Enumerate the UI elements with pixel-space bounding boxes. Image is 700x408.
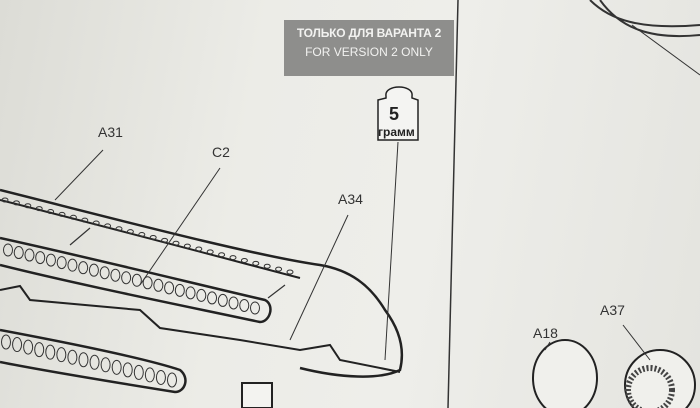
- hole: [229, 255, 237, 261]
- hole: [131, 273, 142, 287]
- part-top-right: [589, 0, 700, 38]
- hole: [88, 263, 99, 277]
- hole: [183, 243, 191, 249]
- weight-unit: грамм: [378, 125, 415, 139]
- hole: [218, 252, 226, 258]
- weight-value: 5: [389, 104, 400, 124]
- hole: [12, 200, 20, 206]
- hole: [67, 258, 78, 272]
- hole: [240, 257, 248, 263]
- hole: [1, 334, 11, 350]
- hole: [56, 347, 67, 363]
- hole: [13, 246, 24, 260]
- hole: [67, 349, 78, 365]
- hole: [161, 237, 169, 243]
- hole: [138, 232, 146, 238]
- hole: [286, 269, 294, 275]
- hole: [185, 286, 196, 300]
- hole: [195, 246, 203, 252]
- part-a18: [532, 339, 598, 408]
- hole: [217, 293, 228, 307]
- hole: [24, 248, 35, 262]
- hole: [144, 367, 155, 383]
- part-a37: [624, 349, 696, 408]
- hole: [172, 240, 180, 246]
- hole: [47, 209, 55, 215]
- label-a31: A31: [98, 124, 123, 140]
- part-c2: [0, 236, 272, 324]
- part-frame: [0, 284, 401, 373]
- hole: [275, 266, 283, 272]
- hole: [1, 197, 9, 203]
- hole: [34, 342, 45, 358]
- hole: [228, 296, 239, 310]
- rail-holes: [1, 197, 294, 275]
- part-a31-rail: [0, 188, 404, 378]
- hole: [45, 253, 56, 267]
- hole: [164, 281, 175, 295]
- hole: [206, 249, 214, 255]
- hole: [110, 268, 121, 282]
- hole: [149, 234, 157, 240]
- version-2-only-banner: ТОЛЬКО ДЛЯ ВАРАНТА 2 FOR VERSION 2 ONLY: [284, 20, 454, 76]
- hole: [3, 243, 13, 257]
- hole: [142, 276, 153, 290]
- part-block: [241, 382, 273, 408]
- hole: [35, 206, 43, 212]
- hole: [100, 357, 111, 373]
- label-c2: C2: [212, 144, 230, 160]
- hole: [250, 301, 260, 315]
- hole: [104, 223, 112, 229]
- hole: [23, 339, 34, 355]
- hole: [252, 260, 260, 266]
- label-a18: A18: [533, 325, 558, 341]
- hole: [153, 278, 164, 292]
- hole: [121, 271, 132, 285]
- hole: [122, 362, 133, 378]
- hole: [174, 283, 185, 297]
- hole: [167, 372, 177, 388]
- hole: [58, 211, 66, 217]
- hole: [126, 229, 134, 235]
- arrow-top-right: [631, 24, 700, 76]
- hole: [196, 288, 207, 302]
- label-a34: A34: [338, 191, 363, 207]
- hole: [56, 256, 67, 270]
- hole: [133, 364, 144, 380]
- hole: [45, 344, 56, 360]
- banner-text-ru: ТОЛЬКО ДЛЯ ВАРАНТА 2: [296, 26, 442, 40]
- hole: [78, 352, 89, 368]
- hole: [81, 217, 89, 223]
- hole: [207, 291, 218, 305]
- hole: [12, 337, 23, 353]
- part-bottom-rail: [0, 328, 187, 394]
- hole: [115, 226, 123, 232]
- hole: [92, 220, 100, 226]
- hole: [99, 266, 110, 280]
- banner-text-en: FOR VERSION 2 ONLY: [305, 45, 433, 59]
- weight-icon: [377, 86, 419, 141]
- hole: [111, 359, 122, 375]
- hole: [78, 261, 89, 275]
- hole: [24, 203, 32, 209]
- hole: [263, 263, 271, 269]
- hole: [35, 251, 46, 265]
- column-divider: [447, 0, 459, 408]
- hole: [155, 369, 166, 385]
- hole: [69, 214, 77, 220]
- label-a37: A37: [600, 302, 625, 318]
- hole: [239, 298, 250, 312]
- hole: [89, 354, 100, 370]
